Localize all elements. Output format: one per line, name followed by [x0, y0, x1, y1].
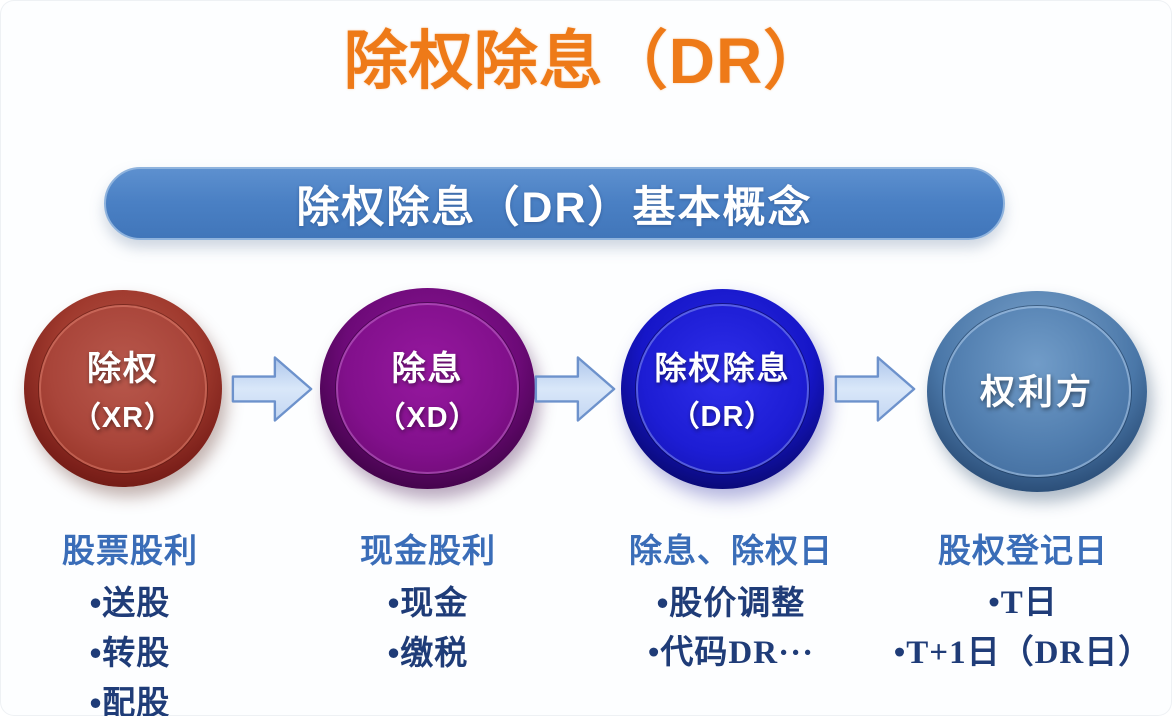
list-item: •T+1日（DR日） [893, 635, 1153, 671]
right-arrow-icon [833, 349, 917, 429]
page-title: 除权除息（DR） [343, 25, 829, 97]
node-sublabel: （XD） [376, 402, 479, 434]
column-header: 现金股利 [360, 532, 496, 569]
list-item: •配股 [89, 684, 171, 716]
flow-node-dr-face: 除权除息 （DR） [636, 304, 809, 474]
column-record-date: 股权登记日 •T日 •T+1日（DR日） [878, 524, 1168, 678]
flow-node-rights-face: 权利方 [943, 306, 1131, 477]
list-item: •现金 [387, 584, 469, 621]
column-header: 股票股利 [62, 532, 198, 569]
list-item: •股价调整 [656, 584, 806, 621]
flow-node-xr-face: 除权 （XR） [39, 304, 207, 473]
column-header: 除息、除权日 [629, 532, 833, 569]
flow-node-xr: 除权 （XR） [24, 290, 222, 487]
column-header: 股权登记日 [938, 532, 1108, 569]
right-arrow-icon [230, 349, 314, 429]
flow-node-rights: 权利方 [927, 291, 1147, 492]
node-label: 权利方 [979, 373, 1094, 412]
node-label: 除权除息 [654, 350, 791, 386]
list-item: •代码DR··· [647, 635, 815, 671]
node-sublabel: （XR） [71, 402, 175, 434]
column-cash-dividend: 现金股利 •现金 •缴税 [300, 524, 556, 678]
list-item: •缴税 [387, 634, 469, 671]
column-ex-date: 除息、除权日 •股价调整 •代码DR··· [575, 524, 887, 678]
flow-node-xd-face: 除息 （XD） [336, 303, 519, 474]
flow-node-dr: 除权除息 （DR） [621, 289, 824, 489]
list-item: •T日 [988, 585, 1058, 621]
flow-node-xd: 除息 （XD） [320, 288, 535, 489]
right-arrow-icon [533, 349, 617, 429]
node-label: 除权 [87, 350, 159, 388]
node-sublabel: （DR） [670, 401, 775, 433]
concept-banner: 除权除息（DR）基本概念 [104, 167, 1005, 240]
list-item: •送股 [89, 584, 171, 621]
list-item: •转股 [89, 634, 171, 671]
column-stock-dividend: 股票股利 •送股 •转股 •配股 [10, 524, 250, 716]
node-label: 除息 [391, 350, 464, 388]
